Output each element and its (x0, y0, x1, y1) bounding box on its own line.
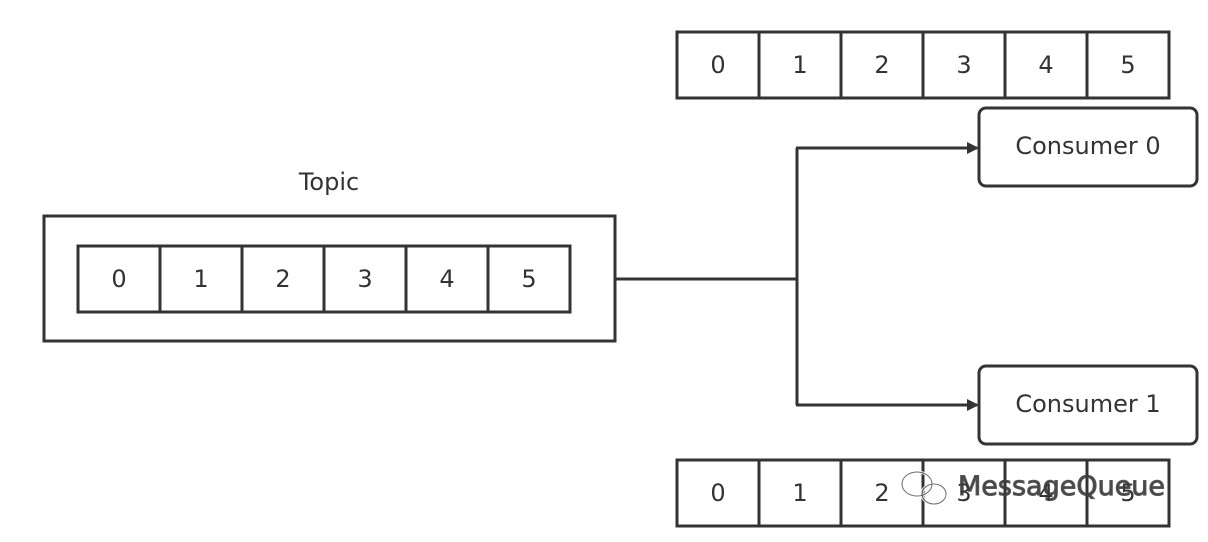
consumer-1-partition-label: 0 (710, 479, 725, 507)
consumer-1-cell-2: 2 (839, 458, 925, 528)
topic-cell-2: 2 (240, 244, 326, 314)
consumer-0-cell-0: 0 (675, 30, 761, 100)
consumer-0-label: Consumer 0 (1015, 132, 1160, 160)
watermark: MessageQueue (900, 470, 1166, 506)
consumer-0-box: Consumer 0 (977, 106, 1199, 188)
consumer-0-cell-5: 5 (1085, 30, 1171, 100)
topic-cell-4: 4 (404, 244, 490, 314)
consumer-0-partition-label: 4 (1038, 51, 1053, 79)
consumer-1-cell-5: 5 (1085, 458, 1171, 528)
consumer-1-partition-label: 4 (1038, 479, 1053, 507)
consumer-1-box: Consumer 1 (977, 364, 1199, 446)
consumer-0-partition-label: 3 (956, 51, 971, 79)
topic-cell-border (486, 244, 572, 314)
topic-cell-1: 1 (158, 244, 244, 314)
consumer-0-partition-label: 1 (792, 51, 807, 79)
topic-group: Topic 0 1 2 3 4 5 (42, 168, 617, 343)
consumer-1-cell-1: 1 (757, 458, 843, 528)
topic-partition-label: 1 (193, 265, 208, 293)
topic-cell-0: 0 (76, 244, 162, 314)
topic-partition-label: 3 (357, 265, 372, 293)
topic-partition-label: 0 (111, 265, 126, 293)
connectors (615, 142, 979, 411)
wechat-icon (900, 470, 948, 506)
topic-label: Topic (298, 168, 359, 196)
consumer-1-partition-label: 3 (956, 479, 971, 507)
consumer-0-cell-1: 1 (757, 30, 843, 100)
consumer-0-cell-2: 2 (839, 30, 925, 100)
topic-cell-3: 3 (322, 244, 408, 314)
consumer-1-label: Consumer 1 (1015, 390, 1160, 418)
topic-partition-label: 4 (439, 265, 454, 293)
topic-partition-row: 0 1 2 3 4 5 (76, 244, 572, 314)
consumer-1-partition-row: 0 1 2 3 4 5 (675, 458, 1171, 528)
consumer-0-partition-label: 5 (1120, 51, 1135, 79)
consumer-0-partition-label: 2 (874, 51, 889, 79)
topic-partition-label: 2 (275, 265, 290, 293)
consumer-0-cell-4: 4 (1003, 30, 1089, 100)
consumer-1-partition-label: 1 (792, 479, 807, 507)
consumer-1-cell-border (1085, 458, 1171, 528)
watermark-text: MessageQueue (958, 471, 1165, 502)
consumer-1-partition-label: 5 (1120, 479, 1135, 507)
topic-cell-5: 5 (486, 244, 572, 314)
consumer-1-partition-label: 2 (874, 479, 889, 507)
consumer-0-partition-row: 0 1 2 3 4 5 (675, 30, 1171, 100)
topic-partition-label: 5 (521, 265, 536, 293)
consumer-0-cell-border (1085, 30, 1171, 100)
consumer-0-cell-3: 3 (921, 30, 1007, 100)
consumer-0-partition-label: 0 (710, 51, 725, 79)
consumer-1-cell-0: 0 (675, 458, 761, 528)
